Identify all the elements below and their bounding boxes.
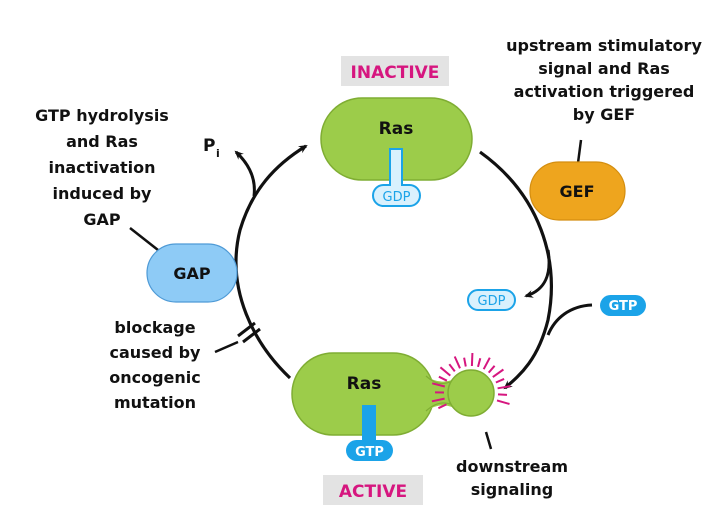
svg-text:oncogenic: oncogenic <box>109 368 201 387</box>
gtp-binding-stem <box>362 405 376 443</box>
downstream-annotation-leader <box>484 431 493 450</box>
gtp-entry-arrow <box>546 303 593 336</box>
gdp-release-arrow <box>524 249 551 298</box>
svg-text:blockage: blockage <box>114 318 195 337</box>
gdp-binding-stem <box>389 148 403 188</box>
svg-text:signal and Ras: signal and Ras <box>538 59 670 78</box>
svg-text:inactivation: inactivation <box>48 158 155 177</box>
svg-text:downstream: downstream <box>456 457 568 476</box>
inactive-ras-label: Ras <box>379 119 414 139</box>
signal-ray <box>477 357 482 368</box>
signal-ray <box>487 365 496 374</box>
signal-ray <box>438 375 448 382</box>
inactive-state-badge <box>341 56 449 86</box>
pi-release-arrow <box>234 150 256 197</box>
signal-ray <box>492 368 504 378</box>
blockage-annotation: blockage caused by oncogenic mutation <box>109 318 201 412</box>
signal-ray <box>453 356 461 369</box>
signal-ray <box>497 385 511 390</box>
svg-text:mutation: mutation <box>114 393 196 412</box>
svg-text:and Ras: and Ras <box>66 132 138 151</box>
svg-text:induced by: induced by <box>53 184 153 203</box>
bound-gtp-pill <box>346 440 393 461</box>
active-state-label: ACTIVE <box>339 482 407 502</box>
bound-gtp-label: GTP <box>355 445 384 460</box>
gap-enzyme <box>146 243 238 303</box>
signal-ray <box>431 397 445 403</box>
gap-annotation: GTP hydrolysis and Ras inactivation indu… <box>35 106 169 229</box>
active-state-badge <box>323 475 423 505</box>
bound-gdp-label: GDP <box>383 190 411 205</box>
gef-label: GEF <box>560 182 595 201</box>
signal-ray <box>470 352 474 367</box>
gef-annotation: upstream stimulatory signal and Ras acti… <box>506 36 702 124</box>
incoming-gtp-label: GTP <box>609 299 638 314</box>
signal-ray <box>463 357 467 367</box>
svg-text:GAP: GAP <box>83 210 121 229</box>
svg-text:i: i <box>216 147 220 160</box>
svg-text:upstream stimulatory: upstream stimulatory <box>506 36 702 55</box>
blockage-annotation-leader <box>214 340 239 354</box>
downstream-annotation: downstream signaling <box>456 457 568 499</box>
signal-ray <box>495 377 505 384</box>
incoming-gtp-pill <box>600 295 646 316</box>
active-ras-protein <box>291 352 495 436</box>
gap-label: GAP <box>173 264 211 283</box>
released-gdp-label: GDP <box>478 294 506 309</box>
svg-text:GTP hydrolysis: GTP hydrolysis <box>35 106 169 125</box>
signal-ray <box>496 399 510 405</box>
signal-ray <box>497 393 508 396</box>
signal-ray <box>482 357 491 370</box>
svg-text:by GEF: by GEF <box>573 105 635 124</box>
signal-ray <box>439 366 451 377</box>
blockage-marks <box>237 321 261 344</box>
gef-enzyme <box>529 161 626 221</box>
phosphate-label: P i <box>203 136 220 160</box>
activation-arc <box>479 150 553 390</box>
signaling-rays <box>431 352 511 410</box>
signal-ray <box>448 363 456 373</box>
signal-ray <box>437 403 447 410</box>
svg-text:signaling: signaling <box>471 480 553 499</box>
svg-text:caused by: caused by <box>110 343 202 362</box>
inactivation-arc <box>234 144 308 380</box>
svg-text:P: P <box>203 136 215 156</box>
inactive-state-label: INACTIVE <box>351 63 440 83</box>
svg-text:activation triggered: activation triggered <box>514 82 695 101</box>
signal-ray <box>431 382 446 388</box>
gap-annotation-leader <box>129 227 159 251</box>
active-ras-label: Ras <box>347 374 382 394</box>
gef-annotation-leader <box>576 139 583 164</box>
released-gdp-pill <box>467 289 516 311</box>
